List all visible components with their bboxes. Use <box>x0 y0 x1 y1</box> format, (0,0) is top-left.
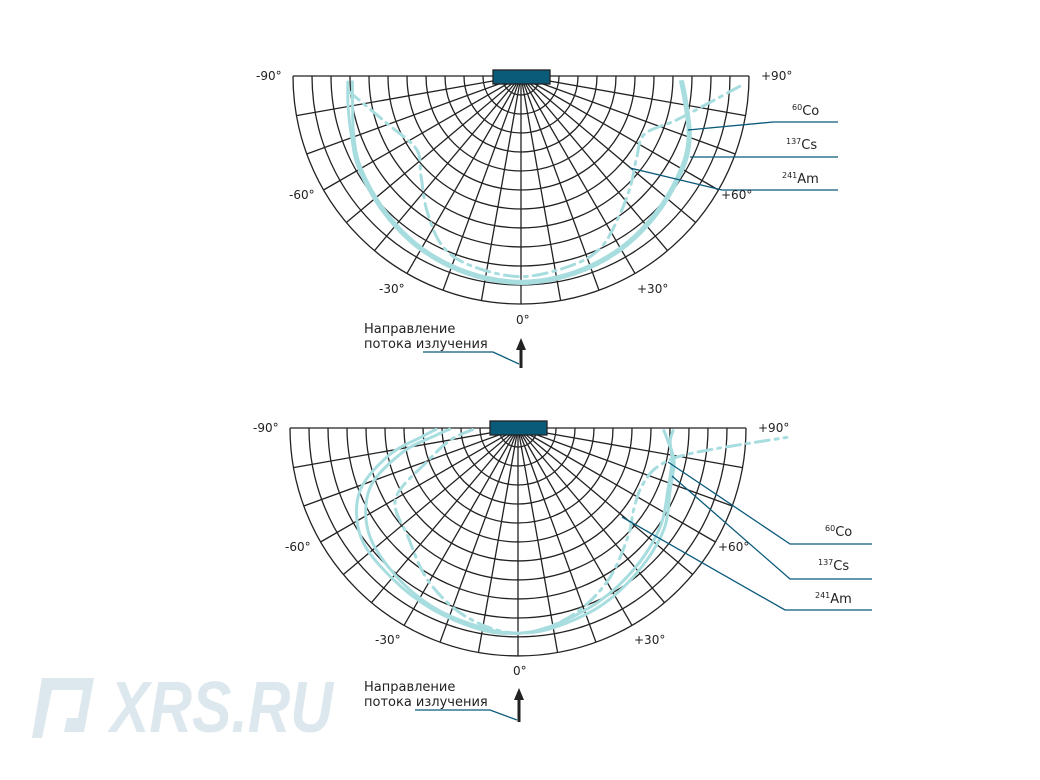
radiation-direction-label: Направление потока излучения <box>364 680 488 710</box>
angle-label-zero: 0° <box>513 664 527 678</box>
radiation-direction-label: Направление потока излучения <box>364 322 488 352</box>
grid-spoke <box>477 427 519 653</box>
grid-spoke <box>323 75 522 191</box>
grid-spoke <box>520 75 736 155</box>
grid-spoke <box>520 75 636 274</box>
grid-spoke <box>520 75 562 301</box>
leader-line-60co <box>687 121 838 131</box>
grid-spoke <box>520 75 600 291</box>
grid-spoke <box>406 75 522 274</box>
legend-137cs: 137Cs <box>818 558 850 574</box>
grid-spoke <box>293 427 519 469</box>
grid-spoke <box>517 427 666 604</box>
angle-label-minus-90: -90° <box>253 421 279 435</box>
grid-spoke <box>517 427 694 576</box>
legend-137cs: 137Cs <box>786 137 818 153</box>
grid-spoke <box>517 427 716 543</box>
grid-spoke <box>296 75 522 117</box>
grid-spoke <box>306 75 522 155</box>
grid-spoke <box>517 427 743 469</box>
response-curve-60co <box>346 80 692 285</box>
watermark: XRS.RU <box>110 668 334 748</box>
angle-label-plus-60: +60° <box>721 188 753 202</box>
polar-chart-2-graphics <box>289 420 872 722</box>
detector-icon <box>489 420 548 436</box>
detector-icon <box>492 69 551 85</box>
response-curve-137cs <box>350 80 690 283</box>
angle-label-minus-60: -60° <box>289 188 315 202</box>
leader-line-60co <box>667 461 872 545</box>
legend-60co: 60Co <box>825 524 853 540</box>
grid-spoke <box>439 427 519 643</box>
grid-spoke <box>480 75 522 301</box>
direction-leader-line <box>423 351 520 365</box>
response-curve-241am <box>393 428 789 635</box>
angle-label-plus-60: +60° <box>718 540 750 554</box>
angle-label-plus-90: +90° <box>758 421 790 435</box>
arrow-up-icon <box>516 338 526 350</box>
direction-leader-line <box>415 709 518 721</box>
angle-label-minus-90: -90° <box>256 69 282 83</box>
leader-line-241am <box>629 167 838 191</box>
direction-label-line-2: потока излучения <box>364 695 488 710</box>
legend-241am: 241Am <box>782 171 819 187</box>
grid-spoke <box>370 427 519 604</box>
direction-label-line-1: Направление <box>364 680 456 695</box>
grid-spoke <box>520 75 669 252</box>
grid-spoke <box>403 427 519 626</box>
direction-label-line-2: потока излучения <box>364 337 488 352</box>
grid-spoke <box>303 427 519 507</box>
angle-label-minus-60: -60° <box>285 540 311 554</box>
response-curve-241am <box>346 82 746 279</box>
leader-line-241am <box>621 516 872 611</box>
grid-spoke <box>517 427 733 507</box>
watermark-logo-icon <box>32 678 94 738</box>
leader-line-137cs <box>671 475 872 580</box>
legend-241am: 241Am <box>815 591 852 607</box>
grid-spoke <box>520 75 719 191</box>
angle-label-minus-30: -30° <box>379 282 405 296</box>
angle-label-plus-30: +30° <box>637 282 669 296</box>
angle-label-plus-90: +90° <box>761 69 793 83</box>
legend-60co: 60Co <box>792 103 820 119</box>
grid-spoke <box>442 75 522 291</box>
grid-spoke <box>520 75 746 117</box>
grid-spoke <box>373 75 522 252</box>
grid-spoke <box>342 427 519 576</box>
angle-label-minus-30: -30° <box>375 633 401 647</box>
direction-label-line-1: Направление <box>364 322 456 337</box>
arrow-up-icon <box>514 688 524 700</box>
angle-label-zero: 0° <box>516 313 530 327</box>
grid-spoke <box>320 427 519 543</box>
polar-chart-1-graphics <box>292 69 838 368</box>
grid-spoke <box>517 427 597 643</box>
angle-label-plus-30: +30° <box>634 633 666 647</box>
grid-spoke <box>517 427 559 653</box>
